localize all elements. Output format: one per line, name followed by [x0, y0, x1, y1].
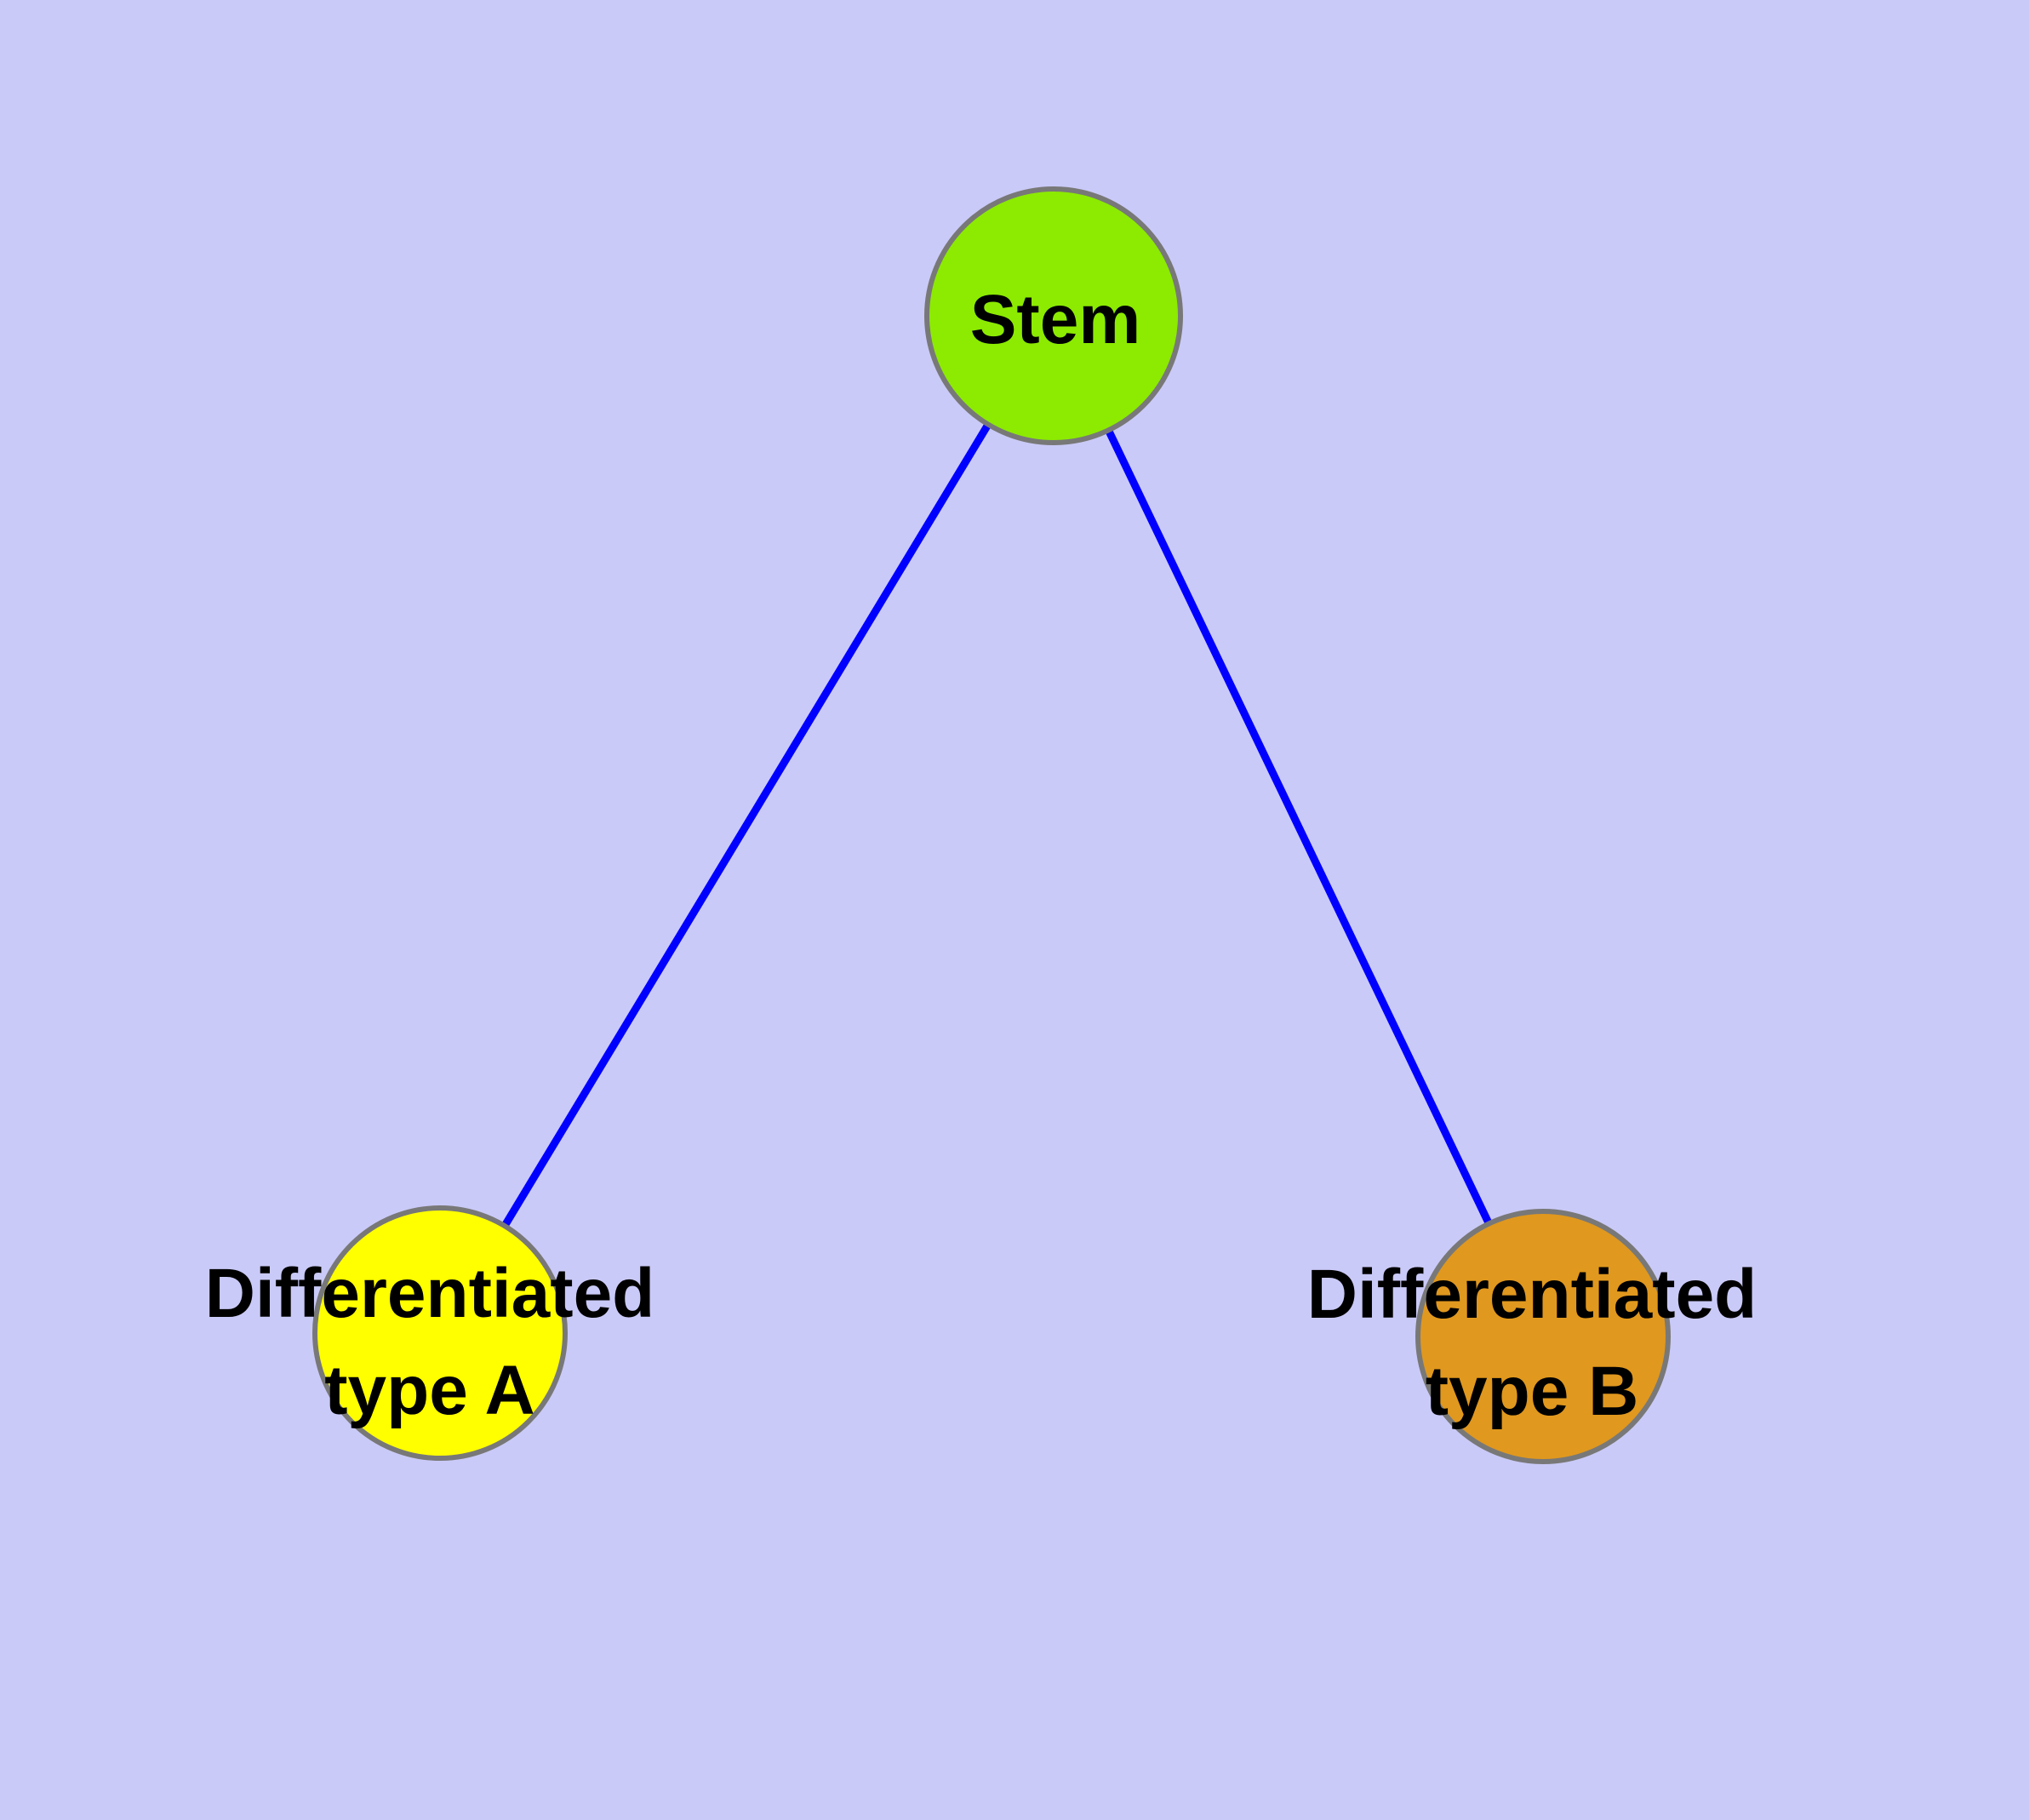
edge-stem-to-type-a — [437, 313, 1057, 1336]
type-b-node-circle — [1415, 1209, 1671, 1464]
stem-node-circle — [924, 186, 1183, 445]
edge-stem-to-type-b — [1049, 314, 1547, 1338]
type-a-node-circle — [312, 1205, 568, 1461]
